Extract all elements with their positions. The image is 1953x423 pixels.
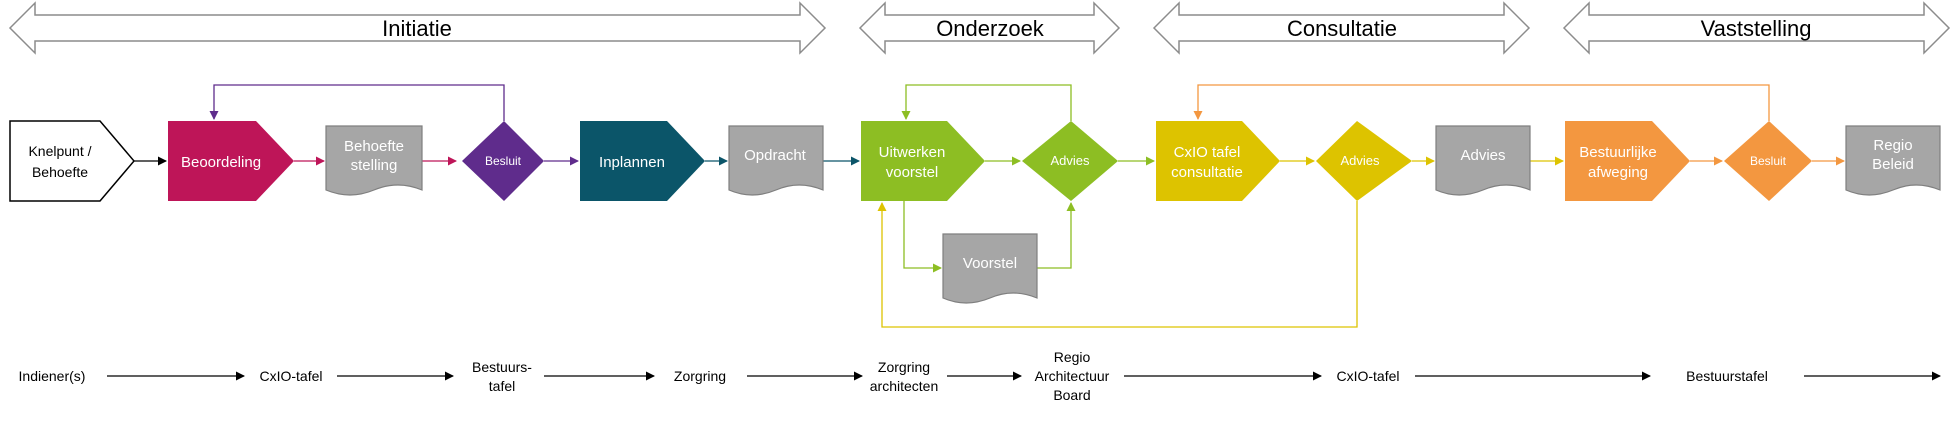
node-label: Beoordeling bbox=[181, 154, 261, 171]
actor-label: Indiener(s) bbox=[19, 368, 86, 384]
actor-label: CxIO-tafel bbox=[259, 368, 322, 384]
actor-label: Bestuurs- bbox=[472, 359, 532, 375]
node-label: consultatie bbox=[1171, 164, 1243, 181]
node-advies-document: Advies bbox=[1435, 125, 1531, 196]
node-label: Regio bbox=[1873, 137, 1912, 154]
actor-label: tafel bbox=[489, 378, 515, 394]
node-besluit-1: Besluit bbox=[462, 121, 544, 201]
node-advies-2: Advies bbox=[1316, 121, 1412, 201]
actor-label: CxIO-tafel bbox=[1336, 368, 1399, 384]
node-beoordeling: Beoordeling bbox=[168, 121, 294, 201]
actor-label: Zorgring bbox=[674, 368, 726, 384]
node-opdracht: Opdracht bbox=[728, 125, 824, 196]
node-label: Uitwerken bbox=[879, 144, 946, 161]
actor-label: Bestuurstafel bbox=[1686, 368, 1768, 384]
node-label: Voorstel bbox=[963, 255, 1017, 272]
actor-row: Indiener(s) CxIO-tafel Bestuurs- tafel Z… bbox=[19, 349, 1941, 403]
node-label: Besluit bbox=[1750, 154, 1787, 168]
node-label: voorstel bbox=[886, 164, 939, 181]
node-label: afweging bbox=[1588, 164, 1648, 181]
node-uitwerken-voorstel: Uitwerken voorstel bbox=[861, 121, 985, 201]
node-label: Advies bbox=[1460, 147, 1505, 164]
phase-arrow-consultatie: Consultatie bbox=[1152, 1, 1531, 55]
node-label: stelling bbox=[351, 157, 398, 174]
node-behoefte-stelling: Behoefte stelling bbox=[325, 125, 423, 196]
node-label: Behoefte bbox=[344, 138, 404, 155]
node-besluit-2: Besluit bbox=[1724, 121, 1812, 201]
node-regio-beleid: Regio Beleid bbox=[1845, 125, 1941, 196]
phase-label: Initiatie bbox=[382, 16, 452, 41]
node-label: Beleid bbox=[1872, 156, 1914, 173]
node-label: Bestuurlijke bbox=[1579, 144, 1657, 161]
node-cxio-tafel-consultatie: CxIO tafel consultatie bbox=[1156, 121, 1280, 201]
phase-arrow-initiatie: Initiatie bbox=[8, 1, 827, 55]
node-label: Advies bbox=[1050, 153, 1090, 168]
node-knelpunt-behoefte: Knelpunt / Behoefte bbox=[9, 120, 135, 202]
actor-label: architecten bbox=[870, 378, 938, 394]
node-label: CxIO tafel bbox=[1174, 144, 1241, 161]
node-label: Knelpunt / bbox=[28, 143, 91, 159]
node-label: Inplannen bbox=[599, 154, 665, 171]
phase-arrow-vaststelling: Vaststelling bbox=[1562, 1, 1951, 55]
node-label: Besluit bbox=[485, 154, 522, 168]
connectors bbox=[134, 84, 1845, 328]
phase-label: Vaststelling bbox=[1701, 16, 1812, 41]
node-bestuurlijke-afweging: Bestuurlijke afweging bbox=[1565, 121, 1690, 201]
actor-label: Architectuur bbox=[1035, 368, 1110, 384]
node-advies-1: Advies bbox=[1022, 121, 1118, 201]
actor-label: Regio bbox=[1054, 349, 1091, 365]
node-inplannen: Inplannen bbox=[580, 121, 705, 201]
phase-label: Consultatie bbox=[1287, 16, 1397, 41]
node-label: Behoefte bbox=[32, 164, 88, 180]
phase-label: Onderzoek bbox=[936, 16, 1045, 41]
node-label: Advies bbox=[1340, 153, 1380, 168]
actor-label: Board bbox=[1053, 387, 1090, 403]
actor-label: Zorgring bbox=[878, 359, 930, 375]
node-label: Opdracht bbox=[744, 147, 807, 164]
node-voorstel: Voorstel bbox=[942, 233, 1038, 304]
phase-arrow-onderzoek: Onderzoek bbox=[858, 1, 1121, 55]
